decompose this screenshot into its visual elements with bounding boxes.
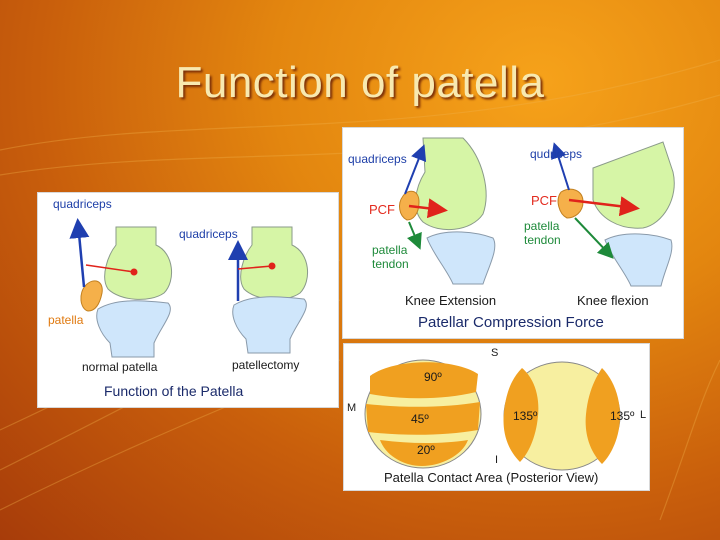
label-tendon-extension-2: tendon (372, 257, 409, 271)
label-patellectomy: patellectomy (232, 358, 300, 372)
label-medial: M (347, 402, 357, 414)
label-knee-extension: Knee Extension (405, 293, 497, 308)
caption-patella-contact-area: Patella Contact Area (Posterior View) (384, 470, 599, 485)
patellar-compression-panel: quadriceps qudriceps PCF PCF patella ten… (342, 127, 684, 339)
label-quadriceps-extension: quadriceps (348, 152, 407, 166)
tendon-arrow-extension (407, 221, 422, 250)
patella-shape (80, 280, 103, 312)
caption-patellar-compression: Patellar Compression Force (418, 314, 604, 331)
tibia-flexion (604, 233, 673, 287)
patella-flexion (557, 188, 584, 219)
femur-left (104, 226, 173, 300)
label-tendon-flexion-2: tendon (524, 233, 561, 247)
label-20-degrees: 20º (417, 443, 435, 457)
femur-extension (415, 137, 487, 231)
femur-flexion (592, 141, 675, 229)
label-qudriceps-flexion: qudriceps (530, 147, 583, 161)
quadriceps-arrow-left (69, 218, 90, 288)
tibia-left (96, 300, 171, 358)
contact-band-45 (366, 402, 480, 435)
label-45-degrees: 45º (411, 412, 429, 426)
rotation-center-left (130, 268, 138, 276)
compression-diagram (399, 137, 675, 287)
label-tendon-extension-1: patella (372, 243, 408, 257)
quadriceps-arrow-extension (404, 144, 427, 195)
label-quadriceps-right: quadriceps (179, 227, 238, 241)
patella-contact-panel: S I M L 90º 45º 20º 135º 135º Patella Co… (343, 343, 650, 491)
tendon-arrow-flexion (574, 217, 614, 259)
pcf-arrow-extension (408, 198, 448, 219)
caption-function-of-patella: Function of the Patella (104, 383, 244, 399)
label-normal-patella: normal patella (82, 360, 158, 374)
contact-band-135-lateral (585, 368, 620, 464)
label-135-degrees-medial: 135º (513, 409, 538, 423)
label-90-degrees: 90º (424, 370, 442, 384)
label-patella: patella (48, 313, 84, 327)
femur-right (240, 226, 309, 300)
label-lateral: L (640, 409, 647, 421)
label-pcf-flexion: PCF (531, 193, 557, 208)
quadriceps-arrow-flexion (551, 142, 570, 191)
label-pcf-extension: PCF (369, 202, 395, 217)
pcf-arrow-flexion (568, 196, 640, 217)
function-diagram (69, 218, 309, 358)
contact-diagram (364, 359, 621, 471)
contact-band-20 (380, 440, 468, 466)
function-of-patella-panel: quadriceps quadriceps patella normal pat… (37, 192, 339, 408)
rotation-center-right (268, 262, 276, 270)
label-superior: S (491, 347, 499, 359)
label-quadriceps-left: quadriceps (53, 197, 112, 211)
label-tendon-flexion-1: patella (524, 219, 560, 233)
moment-arm-right (237, 265, 273, 270)
label-knee-flexion: Knee flexion (577, 293, 649, 308)
contact-band-90 (370, 362, 478, 399)
slide-title: Function of patella (175, 58, 545, 107)
tibia-extension (426, 231, 496, 285)
tibia-right (232, 296, 307, 354)
label-inferior: I (495, 454, 499, 466)
moment-arm-left (85, 264, 135, 273)
contact-band-135-medial (503, 368, 539, 462)
label-135-degrees-lateral: 135º (610, 409, 635, 423)
